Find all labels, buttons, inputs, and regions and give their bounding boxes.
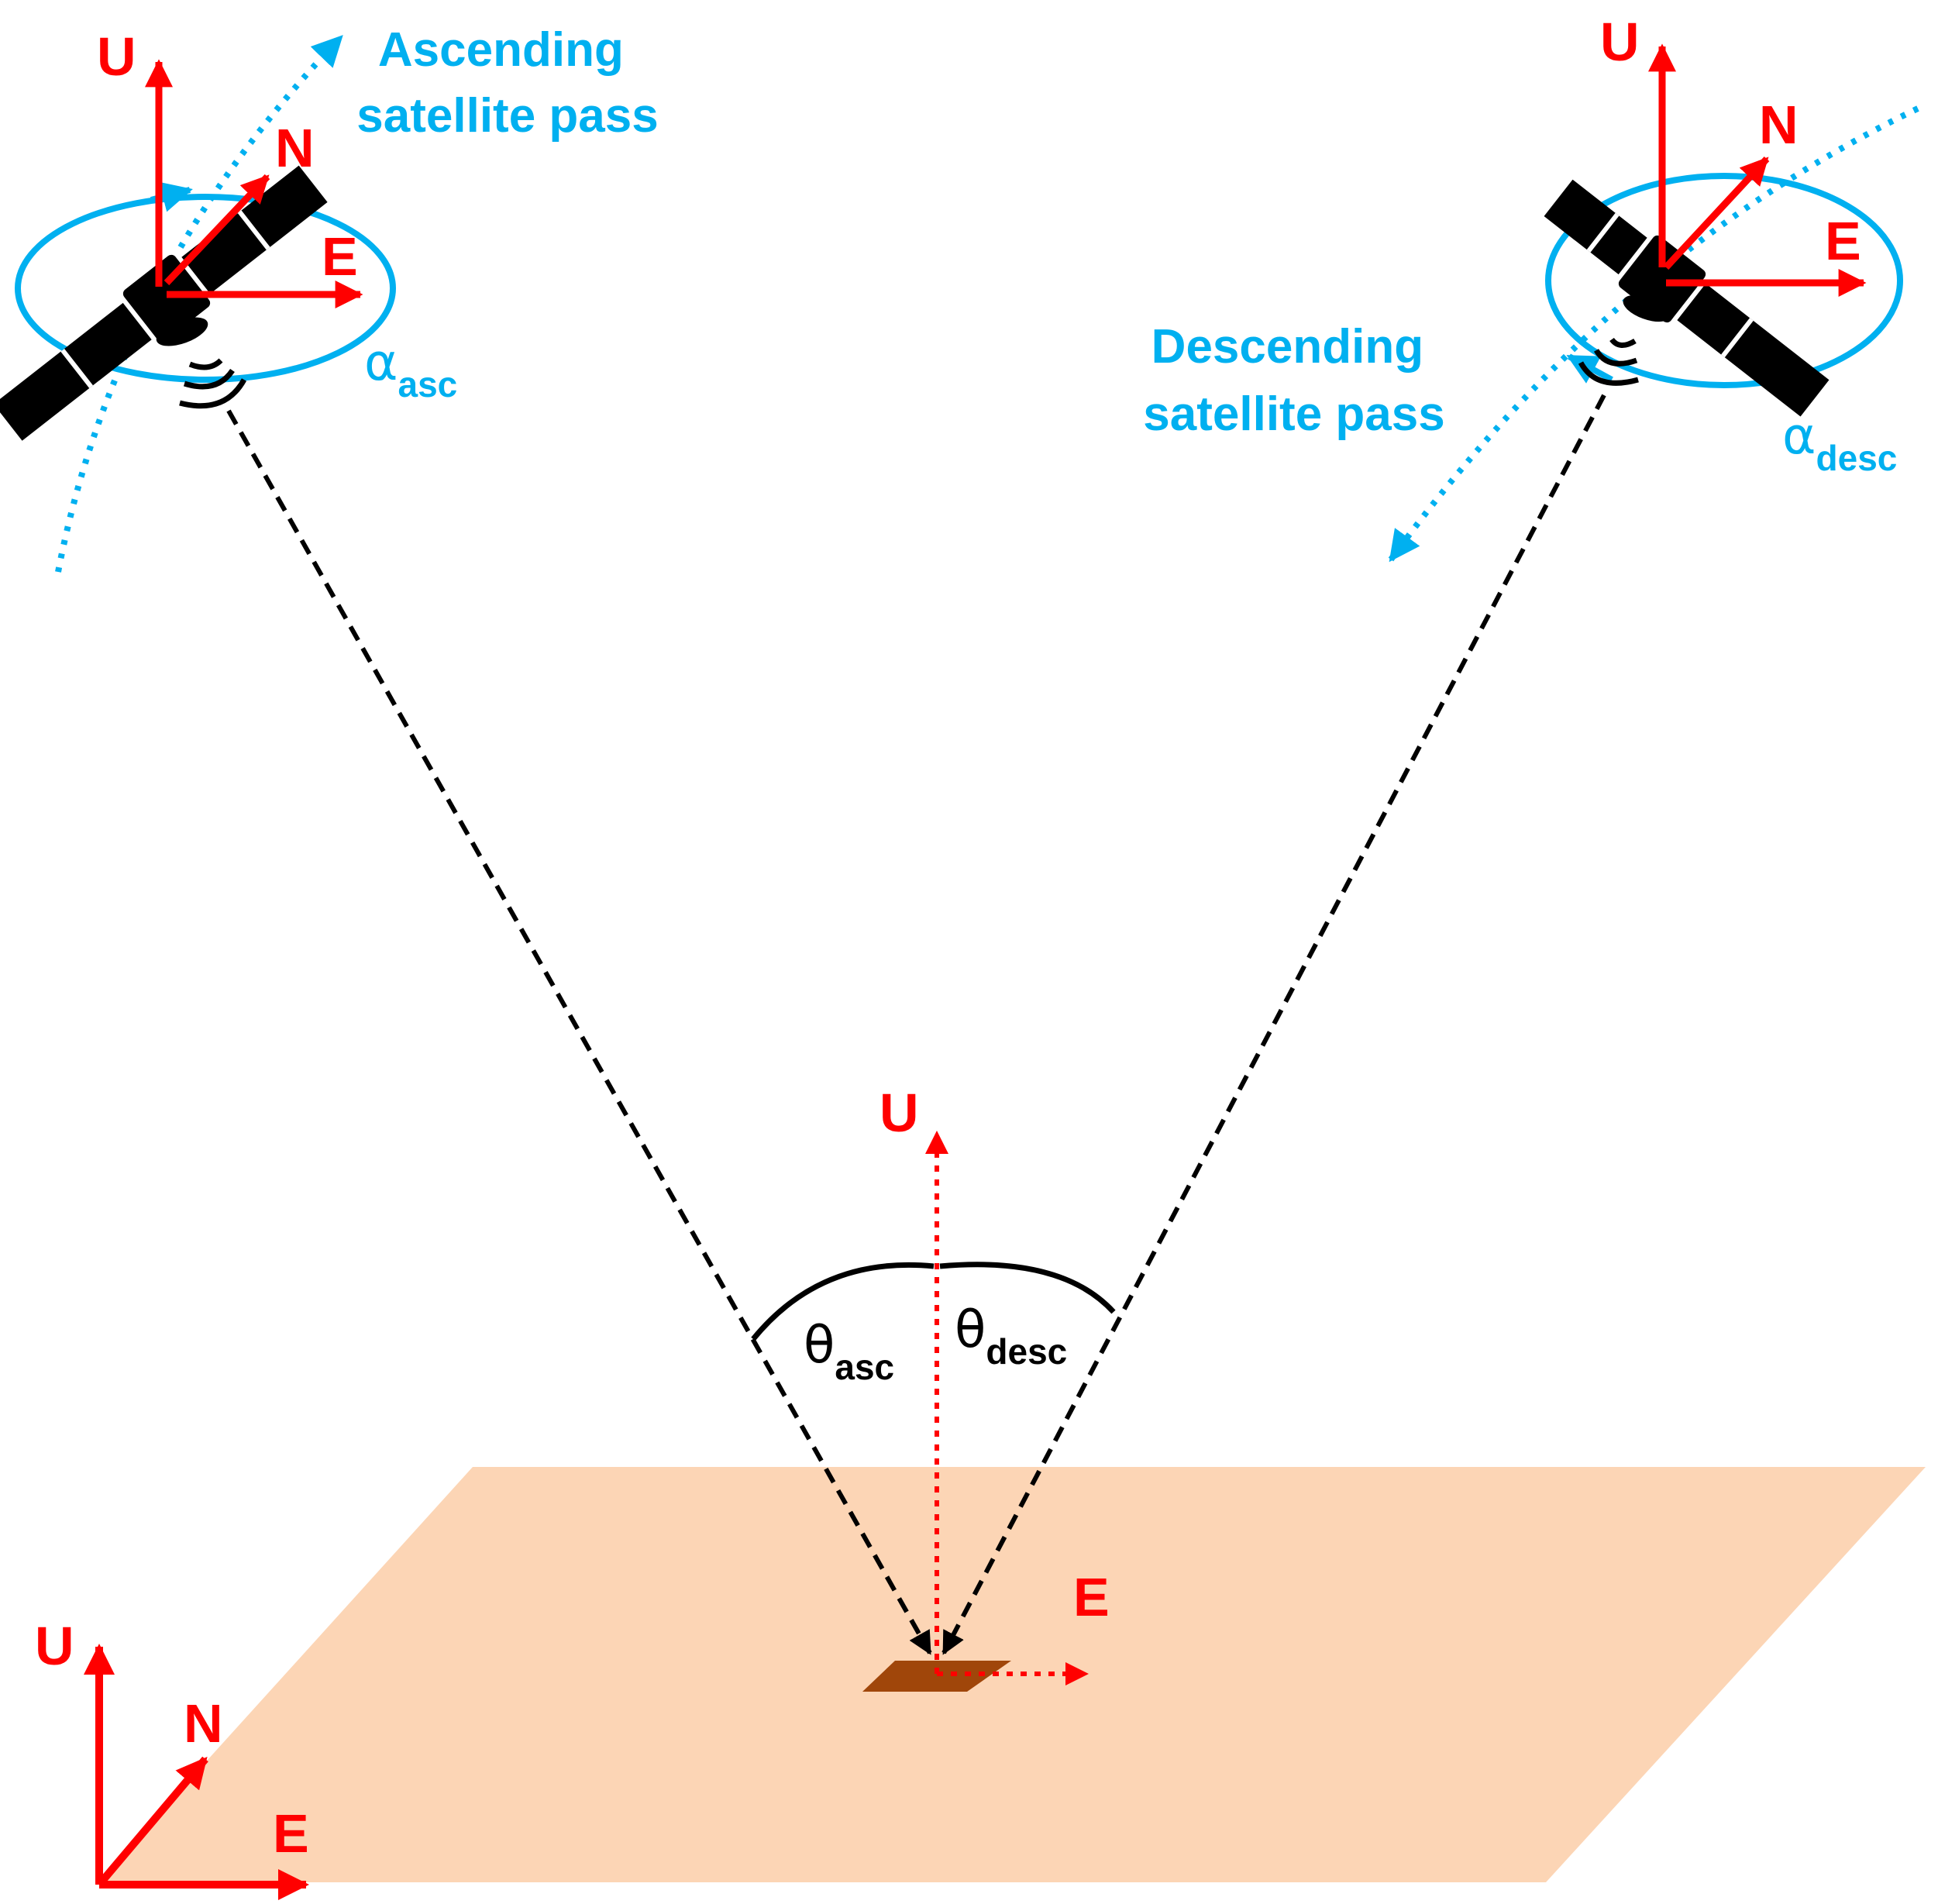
descending-antenna-dish xyxy=(1623,294,1671,322)
satellite-icon xyxy=(0,165,328,441)
theta-desc-arc xyxy=(939,1262,1116,1314)
ascending-line-of-sight xyxy=(226,409,932,1655)
reference-north-label: N xyxy=(184,1693,223,1754)
antenna-signal-icon xyxy=(1578,337,1639,386)
descending-heading-ellipse xyxy=(1545,173,1903,388)
descending-pass-label: Descending satellite pass xyxy=(1143,320,1444,441)
antenna-signal-icon xyxy=(179,358,247,409)
target-up-label: U xyxy=(880,1083,919,1143)
theta-asc-arc xyxy=(751,1262,935,1341)
ascending-heading-ellipse xyxy=(15,194,396,383)
reference-frame: U N E xyxy=(35,1616,309,1900)
reference-north-axis xyxy=(96,1756,208,1888)
theta-desc-label: θdesc xyxy=(955,1300,1067,1372)
ascending-pass-track xyxy=(55,35,343,573)
ascending-north-label: N xyxy=(275,118,315,178)
satellite-icon xyxy=(1544,179,1830,417)
ascending-alpha-label: αasc xyxy=(364,332,457,405)
descending-heading-arrowhead xyxy=(1566,353,1613,384)
theta-asc-label: θasc xyxy=(804,1315,894,1387)
ascending-up-label: U xyxy=(97,26,136,87)
descending-north-label: N xyxy=(1759,95,1799,155)
descending-pass-track xyxy=(1388,105,1919,563)
reference-up-label: U xyxy=(35,1616,74,1676)
ascending-north-axis xyxy=(164,174,270,286)
descending-east-label: E xyxy=(1825,211,1861,271)
ascending-satellite-group: U N E Ascending satellite pass αasc xyxy=(0,23,659,573)
descending-north-axis xyxy=(1663,156,1770,270)
ascending-east-label: E xyxy=(322,226,358,287)
ascending-pass-label: Ascending satellite pass xyxy=(356,23,658,143)
reference-east-label: E xyxy=(273,1803,309,1864)
descending-alpha-label: αdesc xyxy=(1782,406,1897,478)
descending-satellite-group: U N E Descending satellite pass αdesc xyxy=(1143,12,1919,563)
descending-line-of-sight xyxy=(941,394,1606,1655)
descending-up-label: U xyxy=(1600,12,1640,72)
ascending-antenna-dish xyxy=(156,317,208,346)
target-east-label: E xyxy=(1073,1567,1110,1627)
